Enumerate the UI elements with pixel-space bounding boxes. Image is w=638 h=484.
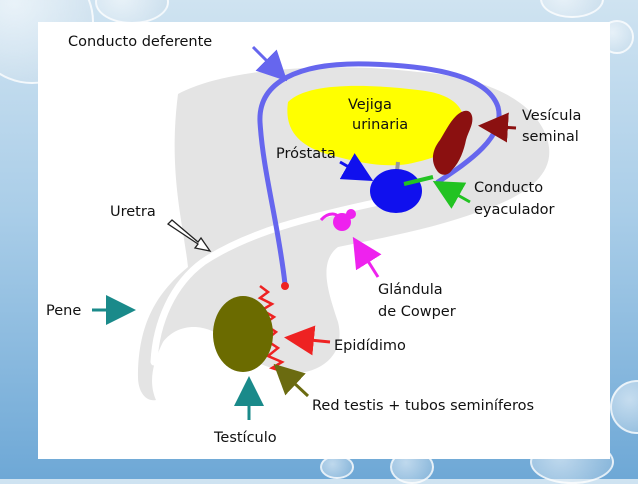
cowper-gland-body xyxy=(333,213,351,231)
label-urinaria: urinaria xyxy=(352,117,408,133)
arrow-vesicula xyxy=(478,112,517,143)
label-epididimo: Epidídimo xyxy=(334,338,406,354)
prostate xyxy=(370,169,422,213)
label-conducto-deferente: Conducto deferente xyxy=(68,34,212,50)
label-pene: Pene xyxy=(46,303,81,319)
ejaculatory-duct xyxy=(403,175,434,186)
label-de-cowper: de Cowper xyxy=(378,304,456,320)
testis xyxy=(213,296,273,372)
label-seminal: seminal xyxy=(522,129,579,145)
diagram-card: Conducto deferente Vejiga urinaria Vesíc… xyxy=(38,22,610,459)
label-eyaculador: eyaculador xyxy=(474,202,555,218)
arrow-conducto-deferente xyxy=(251,45,288,82)
label-vesicula: Vesícula xyxy=(522,108,581,124)
label-conducto: Conducto xyxy=(474,180,543,196)
arrow-glandula xyxy=(352,236,382,278)
label-glandula: Glándula xyxy=(378,282,443,298)
anatomy-diagram: Conducto deferente Vejiga urinaria Vesíc… xyxy=(46,34,581,446)
vas-junction xyxy=(281,282,289,290)
arrow-conducto-eyaculador xyxy=(432,181,471,209)
bubble-decoration xyxy=(540,0,604,18)
arrow-epididimo xyxy=(284,325,331,356)
arrow-red-testis xyxy=(273,363,310,398)
label-red-testis: Red testis + tubos seminíferos xyxy=(312,398,534,414)
arrow-uretra xyxy=(166,219,212,252)
bubble-decoration xyxy=(610,380,638,434)
label-prostata: Próstata xyxy=(276,146,336,162)
label-vejiga: Vejiga xyxy=(348,97,392,113)
cowper-gland-bulb xyxy=(346,209,356,219)
bladder xyxy=(287,85,465,166)
label-uretra: Uretra xyxy=(110,204,156,220)
arrow-prostata xyxy=(339,153,374,181)
label-testiculo: Testículo xyxy=(213,430,277,446)
bubble-decoration xyxy=(95,0,169,24)
seminal-vesicle xyxy=(432,110,473,175)
